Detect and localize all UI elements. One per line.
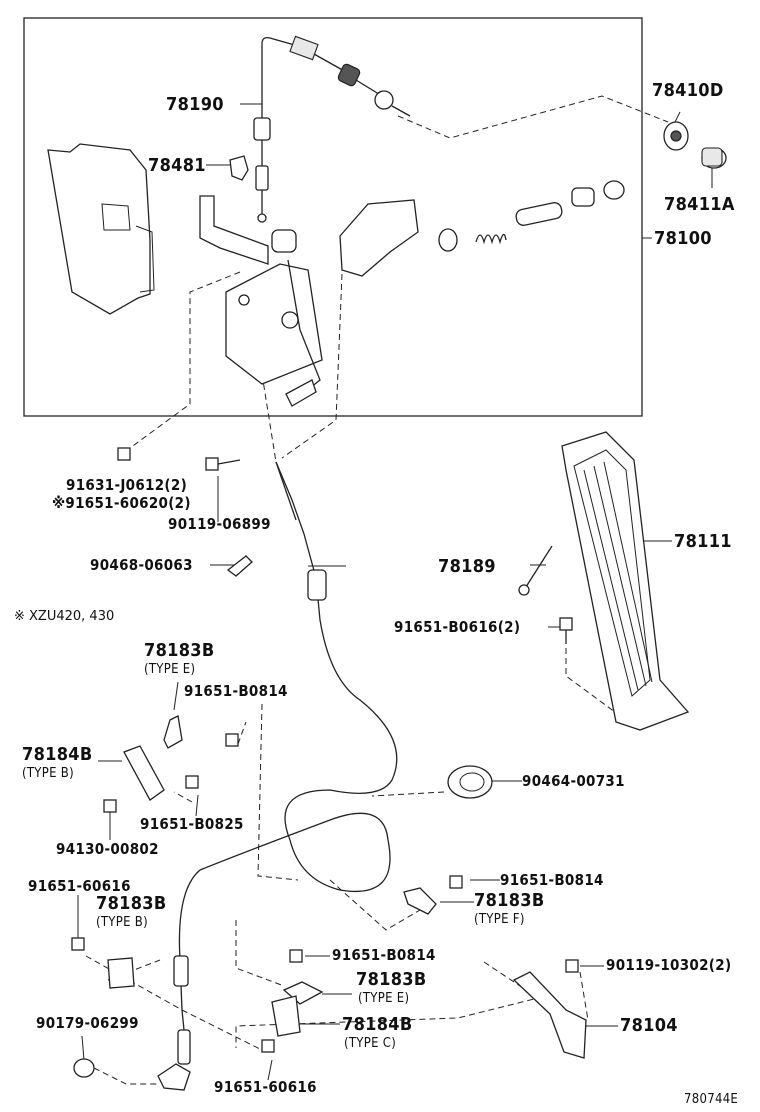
label-90464-00731: 90464-00731 — [522, 772, 625, 790]
bracket-plate — [339, 199, 419, 277]
label-91651-60620: ※91651-60620(2) — [52, 494, 191, 512]
pedal-bracket — [199, 195, 323, 407]
label-type-e-2: (TYPE E) — [358, 991, 410, 1006]
label-78184B-type-b: 78184B — [22, 744, 93, 765]
label-78183B-type-e-1: 78183B — [144, 640, 215, 661]
label-78184B-type-c: 78184B — [342, 1014, 413, 1035]
label-78100: 78100 — [654, 228, 712, 249]
label-78481: 78481 — [148, 155, 206, 176]
label-78183B-type-b: 78183B — [96, 893, 167, 914]
label-91651-B0814-b: 91651-B0814 — [500, 871, 604, 889]
diagram-code: 780744E — [684, 1092, 739, 1107]
label-94130-00802: 94130-00802 — [56, 840, 159, 858]
pin-78189 — [518, 545, 553, 596]
label-91651-B0616: 91651-B0616(2) — [394, 618, 521, 636]
pedal-78111 — [561, 431, 690, 731]
label-78189: 78189 — [438, 556, 496, 577]
assembly-frame — [23, 17, 643, 417]
label-78183B-type-f: 78183B — [474, 890, 545, 911]
clamp-90464 — [447, 765, 493, 799]
washer-78410D — [663, 121, 689, 151]
label-78111: 78111 — [674, 531, 732, 552]
label-type-b-2: (TYPE B) — [96, 915, 148, 930]
label-78104: 78104 — [620, 1015, 678, 1036]
label-91651-B0814-a: 91651-B0814 — [184, 682, 288, 700]
label-78410D: 78410D — [652, 80, 724, 101]
label-91651-B0814-c: 91651-B0814 — [332, 946, 436, 964]
label-90468-06063: 90468-06063 — [90, 556, 193, 574]
label-78411A: 78411A — [664, 194, 735, 215]
spring-bushings — [438, 180, 625, 252]
clip-78481 — [229, 155, 249, 181]
label-91651-B0825: 91651-B0825 — [140, 815, 244, 833]
label-91631-J0612: 91631-J0612(2) — [66, 476, 188, 494]
small-parts — [71, 447, 587, 1078]
label-type-e-1: (TYPE E) — [144, 662, 196, 677]
label-type-b-1: (TYPE B) — [22, 766, 74, 781]
label-90179-06299: 90179-06299 — [36, 1014, 139, 1032]
cover-plate — [47, 143, 151, 315]
bolt-b0616 — [559, 617, 573, 644]
note-xzu420-430: ※ XZU420, 430 — [14, 609, 115, 624]
label-78190: 78190 — [166, 94, 224, 115]
label-type-f: (TYPE F) — [474, 912, 525, 927]
label-90119-06899: 90119-06899 — [168, 515, 271, 533]
nut-78411A — [701, 147, 727, 169]
cable-78190 — [253, 35, 411, 223]
leader-lines — [77, 103, 713, 1081]
label-90119-10302: 90119-10302(2) — [606, 956, 732, 974]
label-91651-60616-a: 91651-60616 — [28, 877, 131, 895]
label-78183B-type-e-2: 78183B — [356, 969, 427, 990]
label-type-c: (TYPE C) — [344, 1036, 397, 1051]
label-91651-60616-b: 91651-60616 — [214, 1078, 317, 1096]
accelerator-cable — [157, 461, 398, 1091]
